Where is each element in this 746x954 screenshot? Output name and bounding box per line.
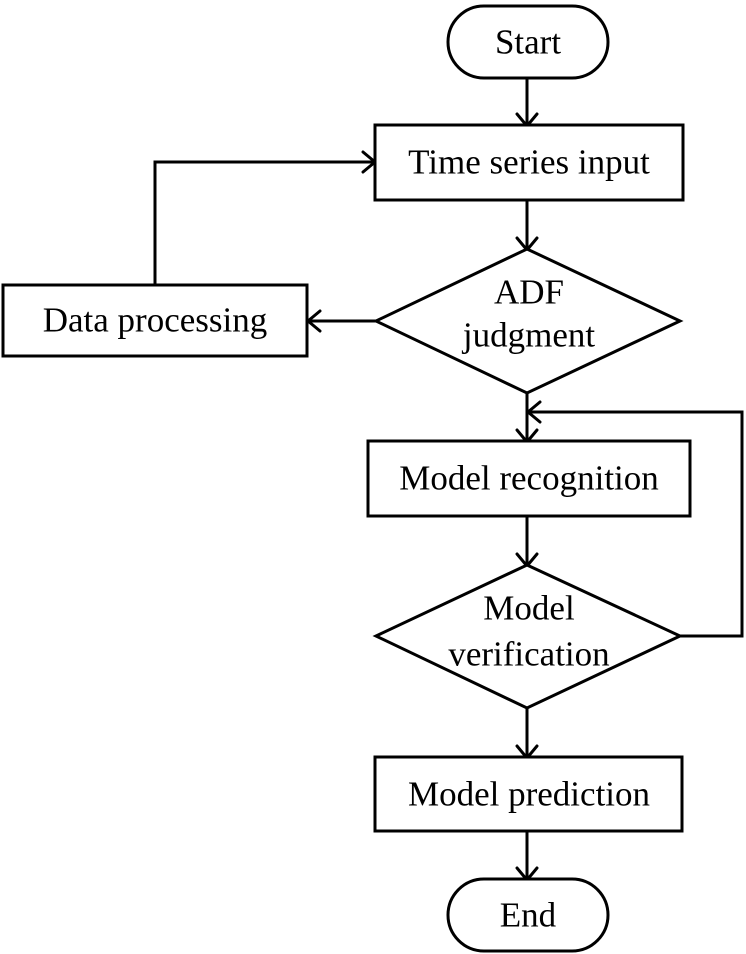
edge-processing-to-input	[153, 160, 375, 285]
node-time-series-input-label: Time series input	[408, 143, 650, 182]
node-adf-judgment-label-line1: ADF	[494, 273, 564, 312]
node-model-recognition-label: Model recognition	[399, 459, 659, 498]
node-model-recognition: Model recognition	[366, 439, 692, 518]
node-end: End	[446, 877, 610, 953]
node-adf-judgment-label-line2: judgment	[461, 316, 595, 355]
node-model-verification: Model verification	[372, 563, 684, 710]
node-model-prediction-label: Model prediction	[408, 775, 650, 814]
arrowhead-verification-to-recognition	[526, 400, 542, 424]
node-model-verification-label-line1: Model	[483, 589, 575, 628]
node-adf-judgment: ADF judgment	[372, 247, 684, 395]
node-start-label: Start	[495, 23, 561, 62]
node-model-verification-label-line2: verification	[448, 635, 609, 674]
node-model-prediction: Model prediction	[373, 755, 684, 833]
node-time-series-input: Time series input	[373, 123, 685, 202]
node-data-processing: Data processing	[1, 283, 309, 358]
node-start: Start	[446, 4, 610, 80]
edge-verification-to-recognition	[528, 410, 744, 638]
node-data-processing-label: Data processing	[43, 301, 268, 340]
node-end-label: End	[500, 896, 557, 935]
